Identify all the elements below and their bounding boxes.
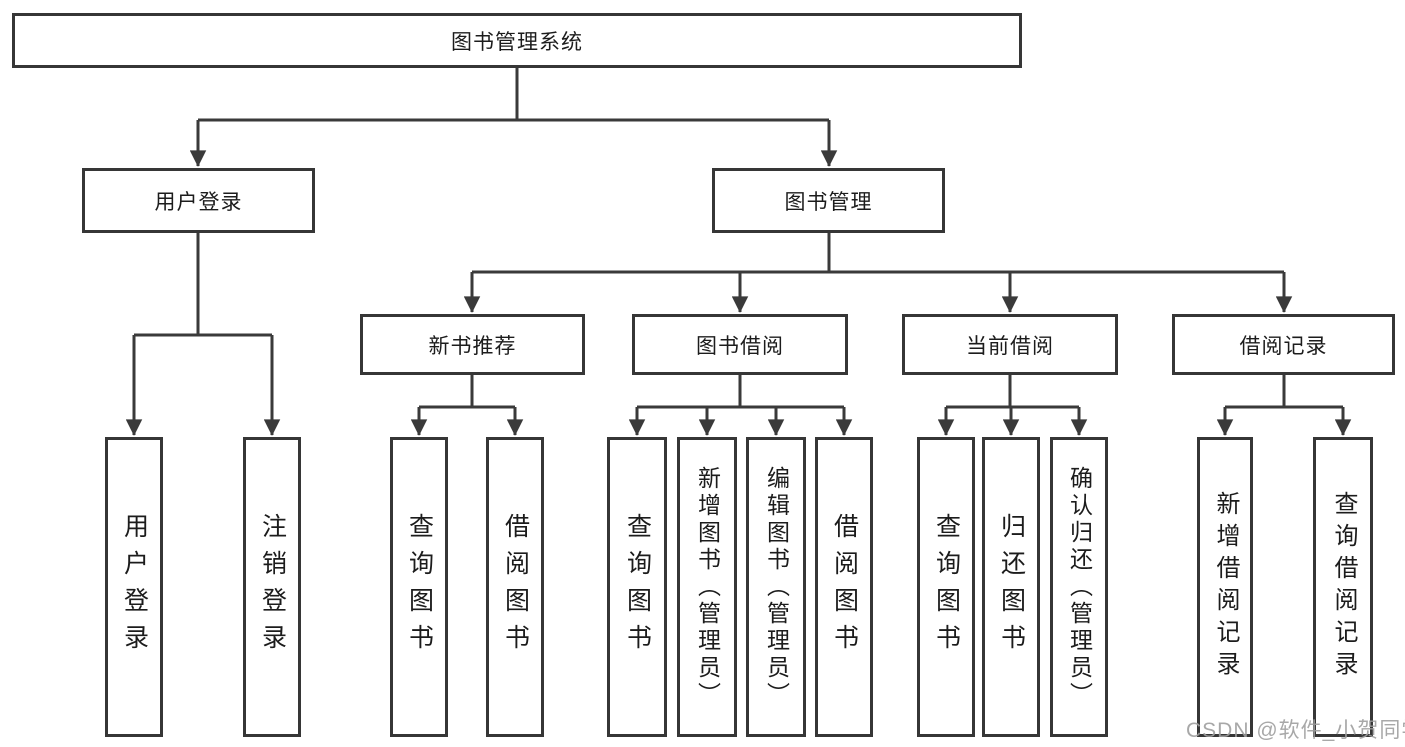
- node-root: 图书管理系统: [12, 13, 1022, 68]
- leaf-add-book-admin: 新增图书（管理员）: [677, 437, 737, 737]
- leaf-query-borrow-record: 查询借阅记录: [1313, 437, 1373, 737]
- node-book-borrow-label: 图书借阅: [696, 334, 784, 358]
- node-book-borrow: 图书借阅: [632, 314, 848, 375]
- leaf-edit-book-admin-label: 编辑图书（管理员）: [763, 465, 790, 709]
- leaf-query-books-3-label: 查询图书: [932, 513, 961, 661]
- node-current-borrow: 当前借阅: [902, 314, 1118, 375]
- node-root-label: 图书管理系统: [451, 30, 583, 54]
- node-borrow-records-label: 借阅记录: [1239, 334, 1328, 358]
- leaf-add-borrow-record-label: 新增借阅记录: [1212, 491, 1239, 683]
- leaf-logout: 注销登录: [243, 437, 301, 737]
- node-user-login: 用户登录: [82, 168, 315, 233]
- leaf-borrow-books-2: 借阅图书: [815, 437, 873, 737]
- leaf-user-login: 用户登录: [105, 437, 163, 737]
- leaf-logout-label: 注销登录: [258, 513, 287, 661]
- leaf-query-books-1: 查询图书: [390, 437, 448, 737]
- node-borrow-records: 借阅记录: [1172, 314, 1395, 375]
- leaf-confirm-return-admin-label: 确认归还（管理员）: [1066, 465, 1093, 709]
- node-new-book-rec: 新书推荐: [360, 314, 585, 375]
- leaf-query-borrow-record-label: 查询借阅记录: [1330, 491, 1357, 683]
- leaf-edit-book-admin: 编辑图书（管理员）: [746, 437, 806, 737]
- node-new-book-rec-label: 新书推荐: [428, 334, 517, 358]
- leaf-borrow-books-1-label: 借阅图书: [501, 513, 530, 661]
- csdn-watermark: CSDN @软件_小贺同学: [1186, 719, 1405, 742]
- node-book-mgmt: 图书管理: [712, 168, 945, 233]
- leaf-query-books-2-label: 查询图书: [623, 513, 652, 661]
- leaf-confirm-return-admin: 确认归还（管理员）: [1050, 437, 1108, 737]
- leaf-query-books-1-label: 查询图书: [405, 513, 434, 661]
- leaf-borrow-books-1: 借阅图书: [486, 437, 544, 737]
- leaf-borrow-books-2-label: 借阅图书: [830, 513, 859, 661]
- leaf-user-login-label: 用户登录: [120, 513, 149, 661]
- leaf-return-books: 归还图书: [982, 437, 1040, 737]
- leaf-add-book-admin-label: 新增图书（管理员）: [694, 465, 721, 709]
- leaf-query-books-3: 查询图书: [917, 437, 975, 737]
- leaf-return-books-label: 归还图书: [997, 513, 1026, 661]
- leaf-add-borrow-record: 新增借阅记录: [1197, 437, 1253, 737]
- node-user-login-label: 用户登录: [154, 190, 243, 214]
- node-current-borrow-label: 当前借阅: [966, 334, 1054, 358]
- leaf-query-books-2: 查询图书: [607, 437, 667, 737]
- node-book-mgmt-label: 图书管理: [784, 190, 873, 214]
